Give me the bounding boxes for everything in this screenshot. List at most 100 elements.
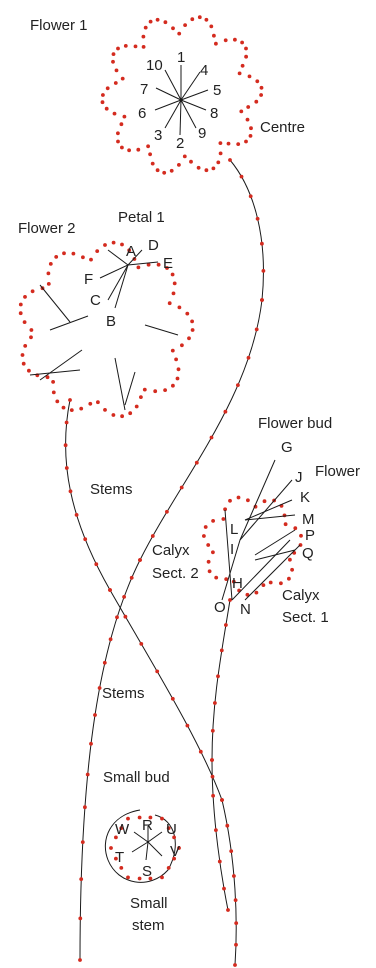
outline-dot (241, 64, 245, 68)
flower1-number: 6 (138, 105, 146, 122)
bud-letter: Q (302, 545, 314, 562)
outline-dot (234, 943, 238, 947)
outline-dot (123, 115, 127, 119)
outline-dot (240, 41, 244, 45)
outline-dot (183, 23, 187, 27)
outline-dot (151, 162, 155, 166)
small-bud-letter: V (170, 843, 180, 860)
bud-letter: N (240, 601, 251, 618)
outline-dot (64, 443, 68, 447)
outline-dot (21, 353, 25, 357)
outline-dot (208, 569, 212, 573)
outline-dot (234, 898, 238, 902)
outline-dot (212, 34, 216, 38)
outline-dot (89, 742, 93, 746)
outline-dot (127, 148, 131, 152)
outline-dot (229, 849, 233, 853)
outline-dot (228, 598, 232, 602)
outline-dot (187, 336, 191, 340)
flower2-letter: F (84, 271, 93, 288)
outline-dot (120, 146, 124, 150)
outline-dot (65, 466, 69, 470)
outline-dot (83, 537, 87, 541)
label-small-stem-line1: Small (130, 895, 168, 912)
outline-dot (162, 171, 166, 175)
flower1-number: 10 (146, 57, 163, 74)
outline-dot (163, 388, 167, 392)
outline-dot (68, 398, 72, 402)
outline-dot (130, 576, 134, 580)
outline-dot (222, 887, 226, 891)
outline-dot (178, 306, 182, 310)
flower2-spokes (30, 250, 178, 410)
bud-letter: I (230, 541, 234, 558)
outline-dot (176, 377, 180, 381)
outline-dot (290, 568, 294, 572)
outline-dot (198, 15, 202, 19)
flower1-number: 8 (210, 105, 218, 122)
outline-dot (139, 642, 143, 646)
outline-dot (167, 866, 171, 870)
outline-dot (205, 168, 209, 172)
outline-dot (153, 389, 157, 393)
outline-dot (138, 877, 142, 881)
flower1-number: 7 (140, 81, 148, 98)
outline-dot (170, 169, 174, 173)
outline-dot (155, 670, 159, 674)
outline-dot (255, 591, 259, 595)
label-flower2: Flower 2 (18, 220, 76, 237)
flower1-number: 4 (200, 62, 208, 79)
outline-dot (138, 816, 142, 820)
label-calyx1-line2: Sect. 1 (282, 609, 329, 626)
outline-dot (249, 126, 253, 130)
outline-dot (204, 525, 208, 529)
outline-dot (183, 155, 187, 159)
outline-dot (19, 311, 23, 315)
label-calyx1-line1: Calyx (282, 587, 320, 604)
outline-dot (214, 42, 218, 46)
outline-dot (239, 110, 243, 114)
bud-letter: O (214, 599, 226, 616)
outline-dot (149, 20, 153, 24)
small-bud-letter: T (115, 849, 124, 866)
outline-dot (249, 194, 253, 198)
outline-dot (27, 369, 31, 373)
outline-dot (164, 20, 168, 24)
outline-dot (62, 251, 66, 255)
outline-dot (171, 384, 175, 388)
outline-dot (29, 335, 33, 339)
flower2-letter: C (90, 292, 101, 309)
outline-dot (259, 93, 263, 97)
outline-dot (103, 243, 107, 247)
label-flower: Flower (315, 463, 360, 480)
outline-dot (95, 249, 99, 253)
outline-dot (269, 581, 273, 585)
stem-bud (212, 600, 230, 910)
label-centre: Centre (260, 119, 305, 136)
outline-dot (190, 320, 194, 324)
outline-dot (83, 805, 87, 809)
outline-dot (256, 217, 260, 221)
outline-dot (62, 406, 66, 410)
outline-dot (287, 577, 291, 581)
outline-dot (115, 69, 119, 73)
outline-dot (244, 55, 248, 59)
outline-dot (75, 513, 79, 517)
outline-dot (23, 295, 27, 299)
outline-dot (120, 243, 124, 247)
outline-dot (234, 921, 238, 925)
outline-dot (205, 18, 209, 22)
outline-dot (189, 160, 193, 164)
outline-dot (136, 148, 140, 152)
outline-dot (216, 161, 220, 165)
outline-dot (214, 828, 218, 832)
outline-dot (206, 543, 210, 547)
outline-dot (195, 461, 199, 465)
outline-dot (219, 152, 223, 156)
outline-dot (126, 876, 130, 880)
outline-dot (224, 38, 228, 42)
small-bud-letter: W (115, 821, 130, 838)
outline-dot (160, 817, 164, 821)
outline-dot (120, 122, 124, 126)
outline-dot (199, 750, 203, 754)
